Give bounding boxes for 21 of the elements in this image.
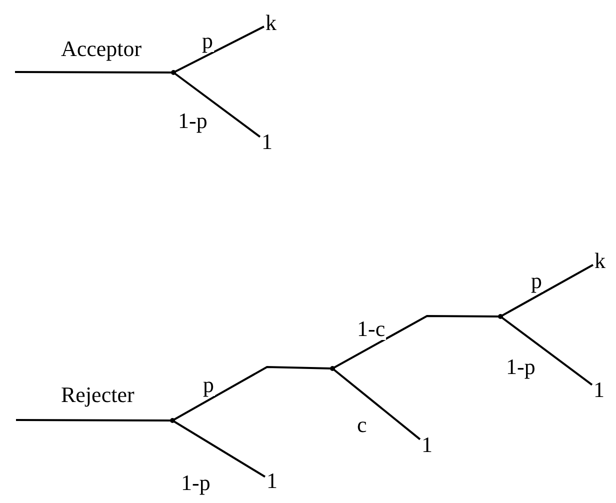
edge-label: Rejecter bbox=[60, 384, 136, 406]
outcome-value: 1 bbox=[265, 470, 279, 492]
branch-point bbox=[170, 418, 175, 423]
tree-branch bbox=[500, 264, 594, 318]
tree-branch bbox=[500, 316, 593, 386]
tree-branch bbox=[173, 26, 264, 74]
tree-branch bbox=[332, 315, 500, 370]
tree-branch bbox=[172, 366, 333, 422]
tree-branch bbox=[172, 420, 266, 478]
branch-point bbox=[171, 70, 176, 75]
tree-branch bbox=[15, 71, 174, 74]
outcome-value: 1 bbox=[260, 131, 274, 153]
outcome-value: 1 bbox=[592, 379, 606, 401]
outcome-value: k bbox=[593, 250, 607, 272]
outcome-value: 1 bbox=[420, 434, 434, 456]
branch-point bbox=[330, 366, 335, 371]
tree-branch bbox=[172, 72, 261, 138]
branch-point bbox=[498, 314, 503, 319]
tree-branch bbox=[332, 368, 421, 440]
tree-branch bbox=[16, 419, 172, 422]
outcome-value: k bbox=[264, 12, 278, 34]
